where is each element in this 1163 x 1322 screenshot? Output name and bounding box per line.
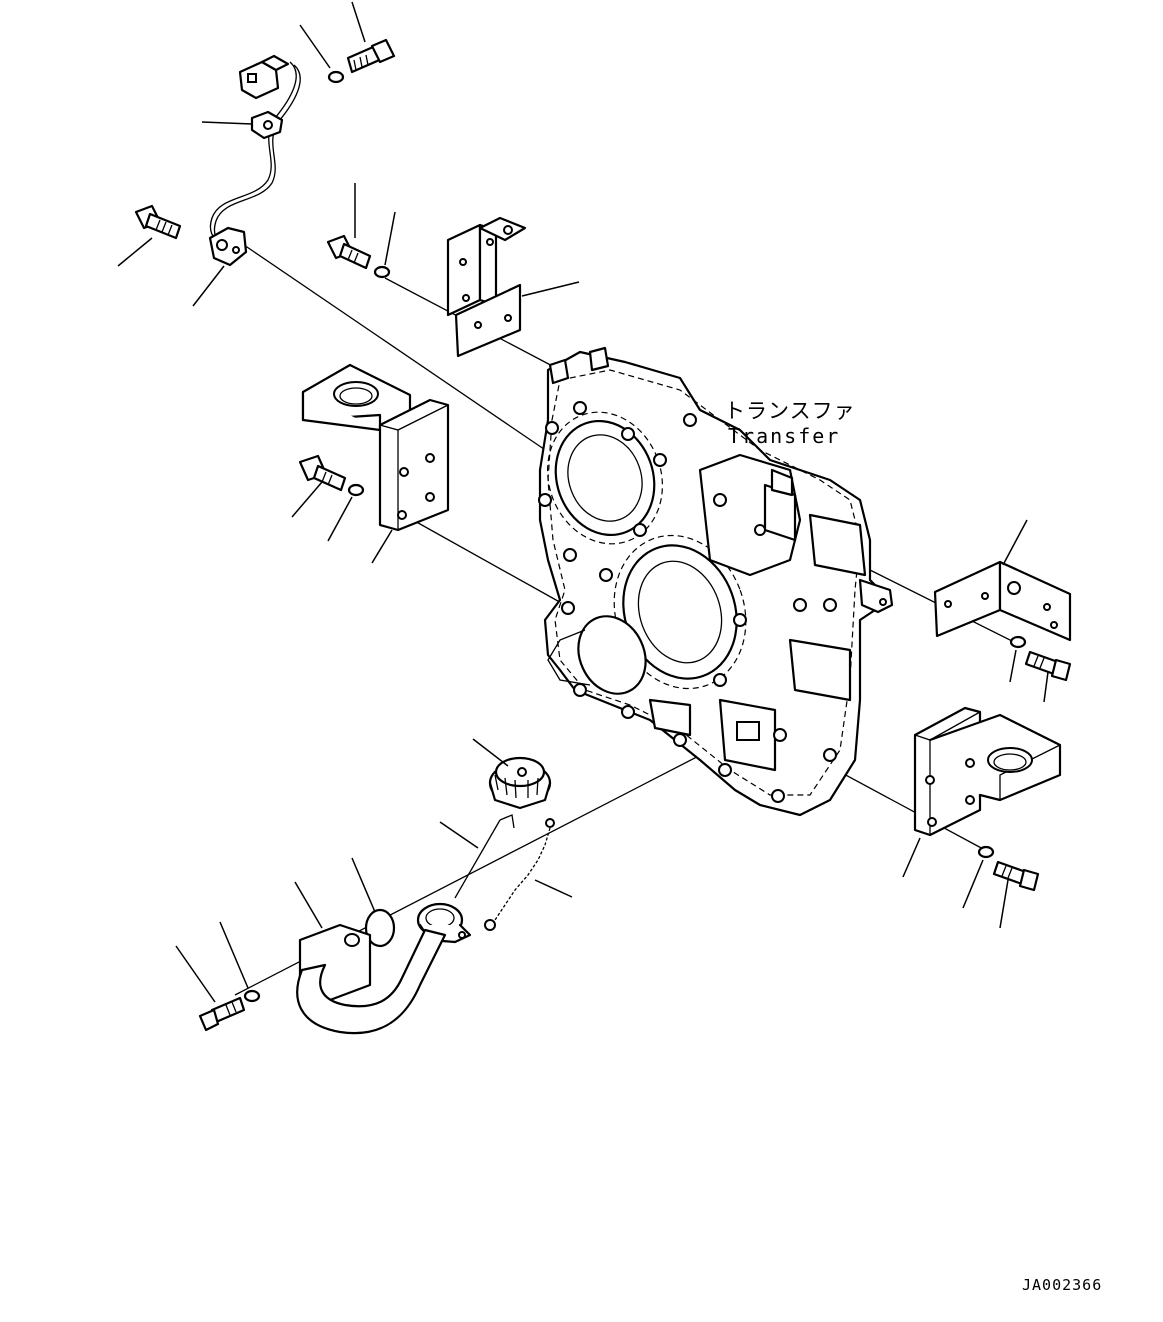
transfer-case <box>538 346 894 817</box>
bolt-bracket-right <box>1009 635 1072 682</box>
bolt-sensor <box>134 204 182 240</box>
bracket-right <box>933 560 1072 642</box>
chain <box>484 818 555 931</box>
housing-bolts <box>538 401 837 803</box>
bolt-bracket-top <box>326 234 391 279</box>
leader-lines <box>117 1 1049 1003</box>
bolt-pipe <box>198 989 261 1032</box>
filler-pipe <box>296 923 447 1035</box>
o-ring <box>364 908 396 948</box>
dipstick <box>454 814 515 899</box>
bolt-bracket-left <box>298 454 365 497</box>
bolt-top <box>327 38 396 84</box>
assembly-label-english: Transfer <box>728 424 840 448</box>
bracket-upper <box>446 216 527 358</box>
sensor-harness <box>208 54 301 267</box>
filler-cap <box>488 756 552 810</box>
bracket-lower-right <box>913 706 1062 837</box>
bolt-bracket-lower-right <box>977 845 1040 892</box>
bracket-left <box>301 363 450 532</box>
drawing-code: JA002366 <box>1022 1276 1102 1294</box>
assembly-label-japanese: トランスファ <box>724 399 856 423</box>
